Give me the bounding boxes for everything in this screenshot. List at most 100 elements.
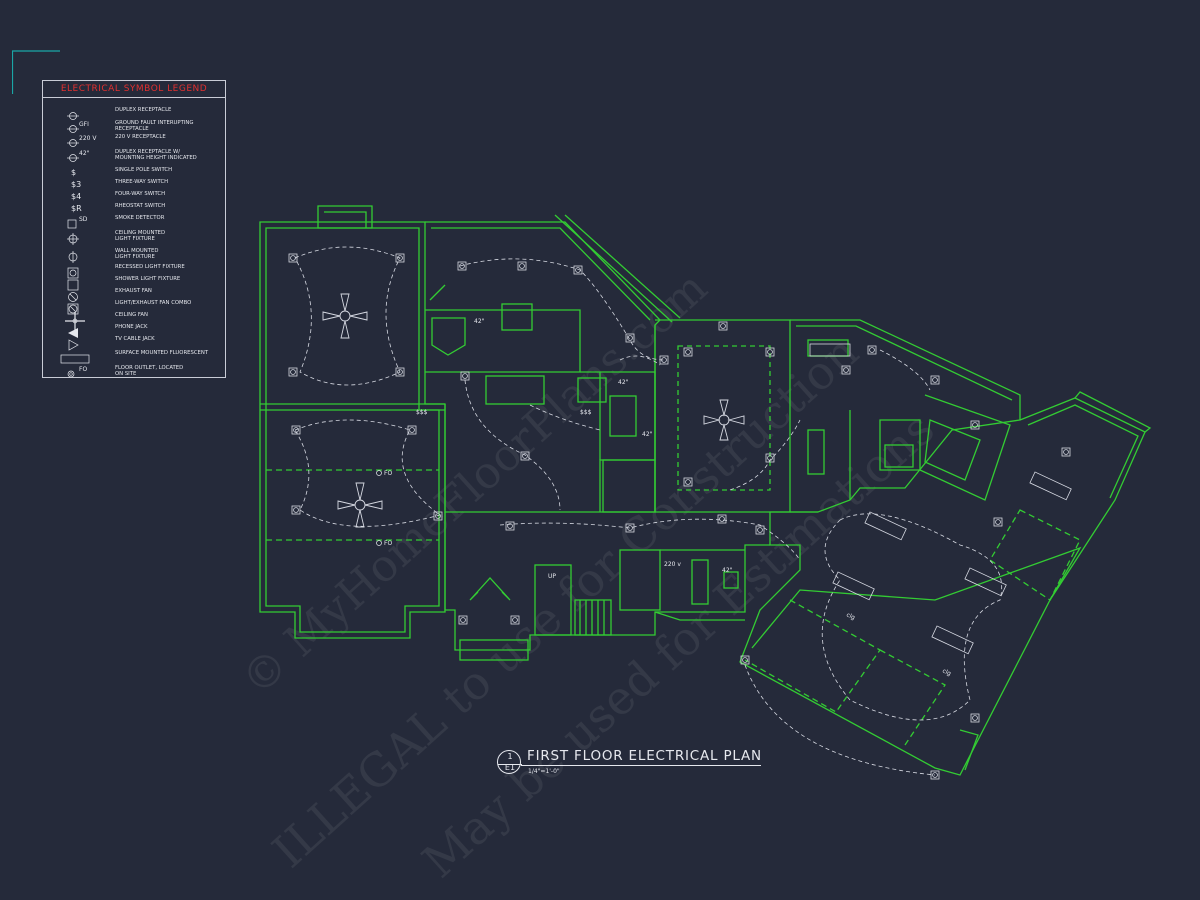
legend-item-label: 220 V RECEPTACLE: [115, 134, 166, 140]
recessed-light-icon: [458, 615, 468, 625]
recessed-light-icon: [755, 525, 765, 535]
legend-item-label: SHOWER LIGHT FIXTURE: [115, 276, 181, 282]
wire-run-1: [294, 246, 401, 386]
exhaust-fan-icon: [65, 289, 99, 302]
mounting-height-label: 42": [642, 431, 653, 438]
recessed-light-icon: [433, 511, 443, 521]
ceiling-fan-icon: [703, 399, 745, 441]
floor-outlet-label: FO: [384, 470, 392, 477]
wire-run-11: [879, 349, 931, 391]
recessed-light-icon: [288, 367, 298, 377]
wire-run-6: [821, 513, 1002, 721]
recessed-light-icon: [457, 261, 467, 271]
stair-up-label: UP: [548, 573, 556, 580]
clg-label: clg: [941, 667, 952, 677]
recessed-light-icon: [395, 253, 405, 263]
legend-item-label: SURFACE MOUNTED FLUORESCENT: [115, 350, 209, 356]
single-pole-switch-icon: $: [65, 168, 99, 178]
wall-outline-center: [425, 221, 661, 513]
wall-outline-left-wing: [259, 221, 446, 639]
recessed-light-icon: [625, 523, 635, 533]
receptacle-mounting-height-icon: 42": [65, 150, 99, 162]
legend-item-label: SINGLE POLE SWITCH: [115, 167, 173, 173]
wire-run-5: [499, 518, 801, 561]
surface-fluorescent-icon: [1029, 471, 1072, 501]
legend-item-label: SMOKE DETECTOR: [115, 215, 165, 221]
recessed-light-icon: [683, 477, 693, 487]
wire-run-2: [294, 419, 441, 527]
legend-title: ELECTRICAL SYMBOL LEGEND: [43, 81, 225, 98]
recessed-light-icon: [395, 367, 405, 377]
legend-symbol-tag: FO: [79, 366, 88, 373]
floor-outlet-label: FO: [384, 540, 392, 547]
shower-light-icon: [65, 277, 99, 291]
wire-run-7: [744, 664, 936, 776]
surface-fluorescent-icon: [931, 625, 974, 655]
wall-light-icon: [65, 249, 99, 263]
recessed-light-icon: [288, 253, 298, 263]
recessed-light-icon: [510, 615, 520, 625]
phone-jack-icon: [65, 325, 99, 338]
recessed-light-icon: [625, 333, 635, 343]
wall-inner-center: [431, 227, 651, 321]
legend-symbol-tag: SD: [79, 216, 88, 223]
mounting-height-label: 42": [722, 567, 733, 574]
recessed-light-icon: [520, 451, 530, 461]
legend-item-label: EXHAUST FAN: [115, 288, 152, 294]
legend-item-label: TV CABLE JACK: [115, 336, 155, 342]
recessed-light-icon: [683, 347, 693, 357]
drawing-title: FIRST FLOOR ELECTRICAL PLAN: [527, 748, 762, 764]
wire-run-3: [459, 258, 666, 361]
recessed-light-icon: [717, 514, 727, 524]
mounting-height-label: 42": [474, 318, 485, 325]
recessed-light-icon: [573, 265, 583, 275]
ceiling-fan-icon: [65, 312, 99, 330]
legend-item-label: GROUND FAULT INTERUPTING RECEPTACLE: [115, 120, 194, 132]
wall-outline-foyer: [444, 512, 770, 651]
legend-symbol-tag: $4: [71, 192, 82, 201]
recessed-light-icon: [718, 321, 728, 331]
legend-symbol-tag: $: [71, 168, 77, 177]
recessed-light-icon: [841, 365, 851, 375]
surface-fluorescent-icon: [864, 511, 907, 541]
legend-item-label: RHEOSTAT SWITCH: [115, 203, 166, 209]
wire-run-8: [529, 404, 601, 431]
recessed-light-icon: [930, 375, 940, 385]
electrical-symbol-legend: ELECTRICAL SYMBOL LEGEND DUPLEX RECEPTAC…: [42, 80, 226, 378]
ceiling-fan-icon: [337, 482, 383, 528]
recessed-light-icon: [867, 345, 877, 355]
recessed-light-icon: [970, 420, 980, 430]
legend-item-label: FOUR-WAY SWITCH: [115, 191, 166, 197]
legend-item-label: LIGHT/EXHAUST FAN COMBO: [115, 300, 192, 306]
surface-fluorescent-icon: [809, 343, 851, 357]
ceiling-light-icon: [65, 231, 99, 245]
legend-symbol-tag: 220 V: [79, 135, 97, 142]
recessed-light-icon: [993, 517, 1003, 527]
wall-inner-left-wing: [265, 227, 440, 633]
wall-outline-garage: [739, 397, 1146, 776]
legend-item-label: THREE-WAY SWITCH: [115, 179, 169, 185]
four-way-switch-icon: $4: [65, 192, 99, 202]
sheet-number: E1: [504, 763, 516, 772]
recessed-light-icon: [291, 505, 301, 515]
wall-outline-master: [790, 319, 1021, 513]
legend-item-label: DUPLEX RECEPTACLE: [115, 107, 172, 113]
drawing-scale: 1/4"=1'-0": [528, 768, 560, 775]
recessed-light-icon: [407, 425, 417, 435]
220v-label: 220 v: [664, 561, 681, 568]
smoke-detector-icon: SD: [65, 216, 99, 229]
legend-symbol-tag: GFI: [79, 121, 89, 128]
mounting-height-label: 42": [618, 379, 629, 386]
light-exhaust-combo-icon: [65, 301, 99, 315]
recessed-light-icon: [740, 655, 750, 665]
legend-symbol-tag: $3: [71, 180, 82, 189]
recessed-light-icon: [765, 347, 775, 357]
clg-label: clg: [845, 611, 856, 621]
recessed-light-icon: [765, 453, 775, 463]
recessed-light-icon: [970, 713, 980, 723]
legend-item-label: DUPLEX RECEPTACLE W/ MOUNTING HEIGHT IND…: [115, 149, 197, 161]
detail-number: 1: [507, 752, 513, 761]
surface-fluorescent-icon: [964, 567, 1007, 597]
legend-item-label: FLOOR OUTLET, LOCATED ON SITE: [115, 365, 184, 377]
